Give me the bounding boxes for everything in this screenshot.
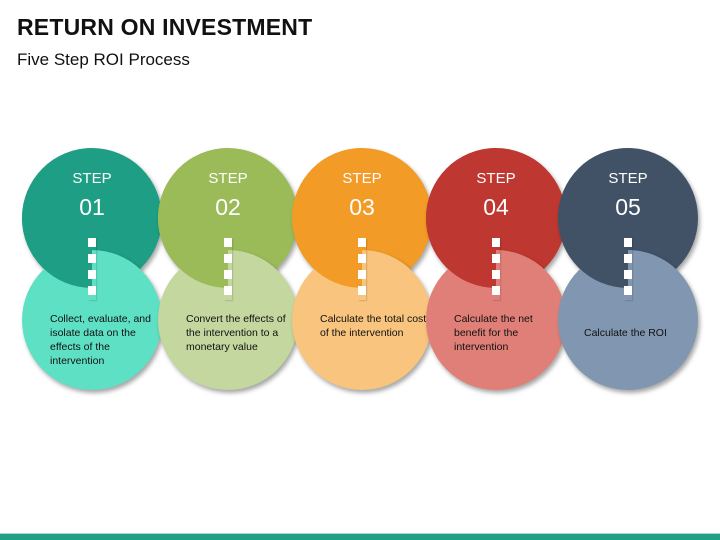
- step-label: STEP: [476, 170, 516, 187]
- page-subtitle: Five Step ROI Process: [17, 50, 190, 69]
- step-5: STEP 05 Calculate the ROI: [558, 148, 700, 392]
- step-3: STEP 03 Calculate the total cost of the …: [292, 148, 434, 392]
- step-label: STEP: [208, 170, 248, 187]
- step-label: STEP: [608, 170, 648, 187]
- step-number: 05: [615, 194, 641, 220]
- step-2: STEP 02 Convert the effects of the inter…: [158, 148, 300, 392]
- step-1: STEP 01 Collect, evaluate, and isolate d…: [22, 148, 164, 392]
- step-number: 03: [349, 194, 375, 220]
- dashed-connector: [624, 238, 632, 300]
- step-label: STEP: [342, 170, 382, 187]
- step-number: 04: [483, 194, 509, 220]
- step-description: Collect, evaluate, and isolate data on t…: [50, 313, 151, 367]
- step-description: Calculate the net benefit for the interv…: [454, 313, 533, 353]
- dashed-connector: [224, 238, 232, 300]
- step-description: Convert the effects of the intervention …: [186, 313, 286, 353]
- step-number: 02: [215, 194, 241, 220]
- footer-accent-bar: [0, 534, 720, 540]
- dashed-connector: [492, 238, 500, 300]
- dashed-connector: [88, 238, 96, 300]
- step-description: Calculate the total cost of the interven…: [320, 313, 427, 339]
- page-title: RETURN ON INVESTMENT: [17, 14, 313, 40]
- dashed-connector: [358, 238, 366, 300]
- step-label: STEP: [72, 170, 112, 187]
- footer-divider: [0, 533, 720, 534]
- step-number: 01: [79, 194, 105, 220]
- step-4: STEP 04 Calculate the net benefit for th…: [426, 148, 568, 392]
- step-description: Calculate the ROI: [584, 327, 667, 339]
